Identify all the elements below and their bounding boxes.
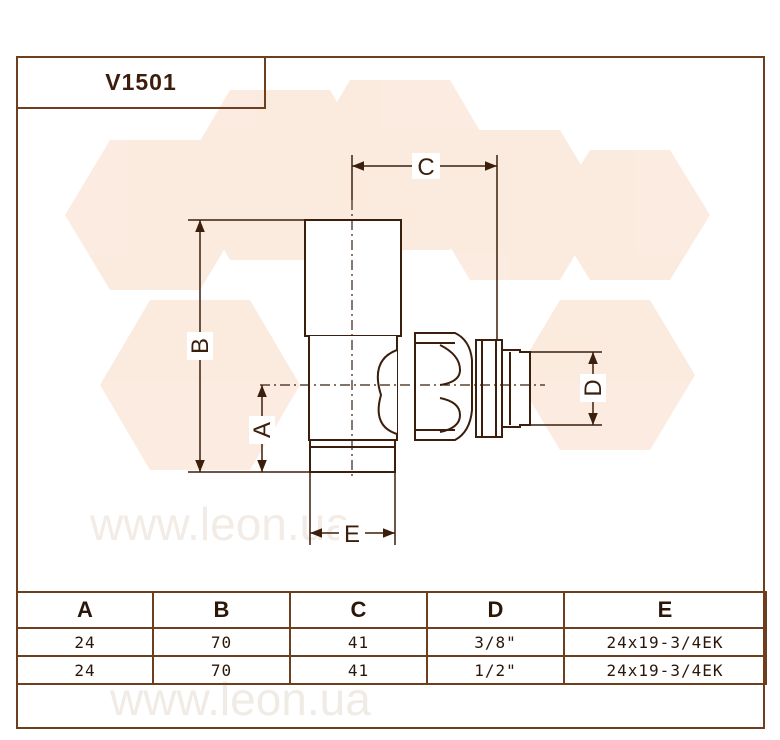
column-header-c: C: [289, 591, 428, 629]
dimension-a-label: A: [249, 422, 276, 438]
tailpiece-ring: [475, 339, 503, 438]
cell-e: 24x19-3/4EK: [563, 627, 767, 657]
drawing-frame: V1501: [16, 56, 765, 729]
watermark-text: www.leon.ua: [89, 498, 351, 550]
cell-b: 70: [152, 655, 291, 685]
valve-drawing: C B A D E: [187, 153, 607, 548]
column-header-b: B: [152, 591, 291, 629]
cell-b: 70: [152, 627, 291, 657]
cell-a: 24: [16, 627, 154, 657]
cell-a: 24: [16, 655, 154, 685]
dimension-table: A B C D E 24 70 41 3/8" 24x19-3/4EK 24 7…: [16, 591, 767, 685]
cell-c: 41: [289, 627, 428, 657]
column-header-a: A: [16, 591, 154, 629]
union-nut: [414, 332, 473, 441]
dimension-d-label: D: [580, 379, 607, 396]
column-header-e: E: [563, 591, 767, 629]
cell-c: 41: [289, 655, 428, 685]
cell-d: 1/2": [426, 655, 565, 685]
table-row: 24 70 41 1/2" 24x19-3/4EK: [16, 655, 767, 685]
valve-cap: [304, 219, 402, 337]
outlet-dome: [376, 349, 398, 435]
dimension-c-label: C: [417, 154, 434, 181]
cell-d: 3/8": [426, 627, 565, 657]
column-header-d: D: [426, 591, 565, 629]
dimension-b-label: B: [187, 338, 214, 354]
dimension-e-label: E: [344, 521, 360, 548]
tailpiece-thread: [501, 349, 531, 428]
model-title: V1501: [18, 58, 266, 109]
table-row: 24 70 41 3/8" 24x19-3/4EK: [16, 627, 767, 657]
table-header-row: A B C D E: [16, 591, 767, 629]
cell-e: 24x19-3/4EK: [563, 655, 767, 685]
